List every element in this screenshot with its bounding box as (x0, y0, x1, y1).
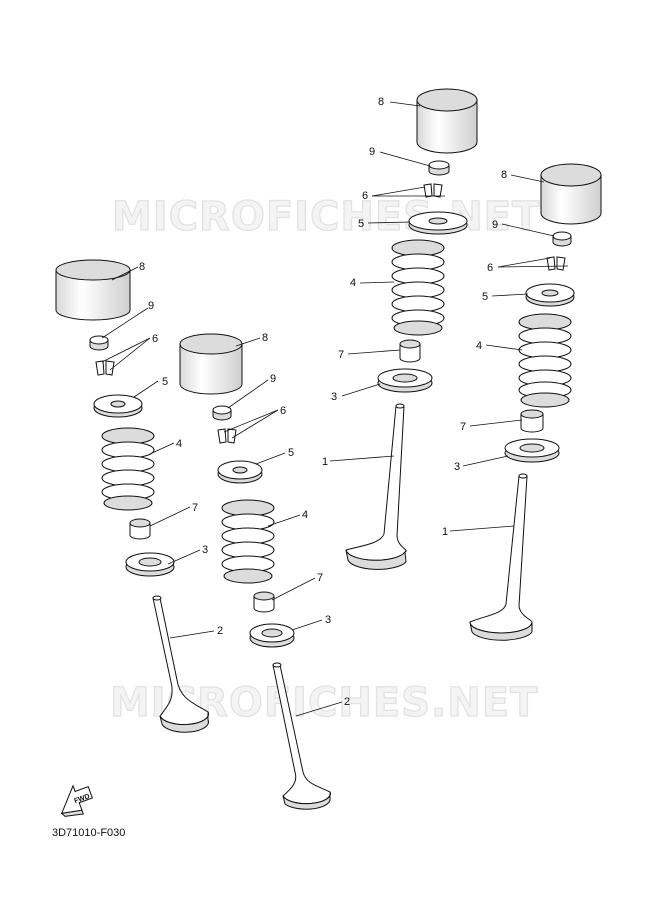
valve-lifter (416, 88, 478, 154)
valve-assembly-left-b (179, 333, 331, 810)
callout-9: 9 (369, 146, 375, 158)
valve-spring-seat (504, 438, 560, 463)
valve-spring (101, 427, 155, 511)
callout-2: 2 (217, 625, 223, 637)
callout-8: 8 (139, 261, 145, 273)
intake-valve (469, 473, 533, 641)
valve-spring-seat (125, 552, 175, 577)
callout-5: 5 (162, 376, 168, 388)
callout-1: 1 (442, 526, 448, 538)
valve-spring (518, 313, 572, 408)
callout-5: 5 (482, 291, 488, 303)
callout-6: 6 (362, 190, 368, 202)
callout-3: 3 (325, 614, 331, 626)
valve-lifter (179, 333, 243, 395)
callout-4: 4 (350, 277, 356, 289)
intake-valve (345, 403, 407, 570)
callout-labels: 8 9 6 5 4 7 3 2 8 9 6 5 4 7 3 2 8 9 6 5 … (139, 96, 507, 708)
valve-spring (391, 239, 445, 336)
valve-spring (221, 499, 275, 584)
callout-1: 1 (322, 456, 328, 468)
valve-cotter (423, 183, 443, 198)
callout-4: 4 (176, 438, 182, 450)
callout-5: 5 (288, 447, 294, 459)
valve-assembly-right-a (345, 88, 478, 570)
valve-lifter (55, 259, 131, 321)
valve-assembly-right-b (469, 163, 602, 641)
valve-spring-seat (377, 368, 433, 393)
callout-6: 6 (152, 333, 158, 345)
valve-spring-retainer (408, 211, 468, 235)
valve-spring-seat (249, 623, 295, 648)
valve-spring-retainer (525, 283, 575, 307)
valve-assembly-left-a (55, 259, 209, 733)
callout-3: 3 (331, 391, 337, 403)
valve-spring-retainer (93, 394, 143, 418)
callout-5: 5 (358, 218, 364, 230)
valve-adjusting-pad (212, 405, 232, 421)
valve-adjusting-pad (552, 231, 572, 247)
valve-spring-retainer (217, 460, 263, 484)
watermark-top: MICROFICHES.NET (112, 194, 540, 240)
callout-8: 8 (378, 96, 384, 108)
valve-stem-seal (399, 339, 421, 363)
valve-cotter (217, 428, 237, 444)
callout-7: 7 (192, 502, 198, 514)
callout-7: 7 (317, 572, 323, 584)
callout-9: 9 (270, 373, 276, 385)
callout-4: 4 (476, 340, 482, 352)
callout-2: 2 (344, 696, 350, 708)
callout-7: 7 (338, 349, 344, 361)
callout-7: 7 (460, 421, 466, 433)
callout-8: 8 (501, 169, 507, 181)
valve-cotter (95, 360, 115, 376)
diagram-code: 3D71010-F030 (52, 827, 125, 839)
valve-stem-seal (253, 591, 275, 613)
callout-6: 6 (280, 405, 286, 417)
callout-9: 9 (148, 300, 154, 312)
callout-4: 4 (302, 509, 308, 521)
callout-3: 3 (202, 544, 208, 556)
valve-stem-seal (129, 518, 151, 540)
valve-adjusting-pad (428, 160, 450, 176)
valve-adjusting-pad (89, 335, 109, 351)
exhaust-valve (272, 662, 331, 810)
valve-cotter (546, 256, 566, 271)
fwd-arrow-icon: FWD (60, 784, 93, 817)
callout-6: 6 (487, 262, 493, 274)
leader-lines (101, 101, 569, 717)
valve-lifter (540, 163, 602, 225)
callout-3: 3 (454, 461, 460, 473)
callout-8: 8 (262, 332, 268, 344)
exhaust-valve (152, 595, 209, 733)
callout-9: 9 (492, 219, 498, 231)
valve-stem-seal (520, 409, 544, 433)
